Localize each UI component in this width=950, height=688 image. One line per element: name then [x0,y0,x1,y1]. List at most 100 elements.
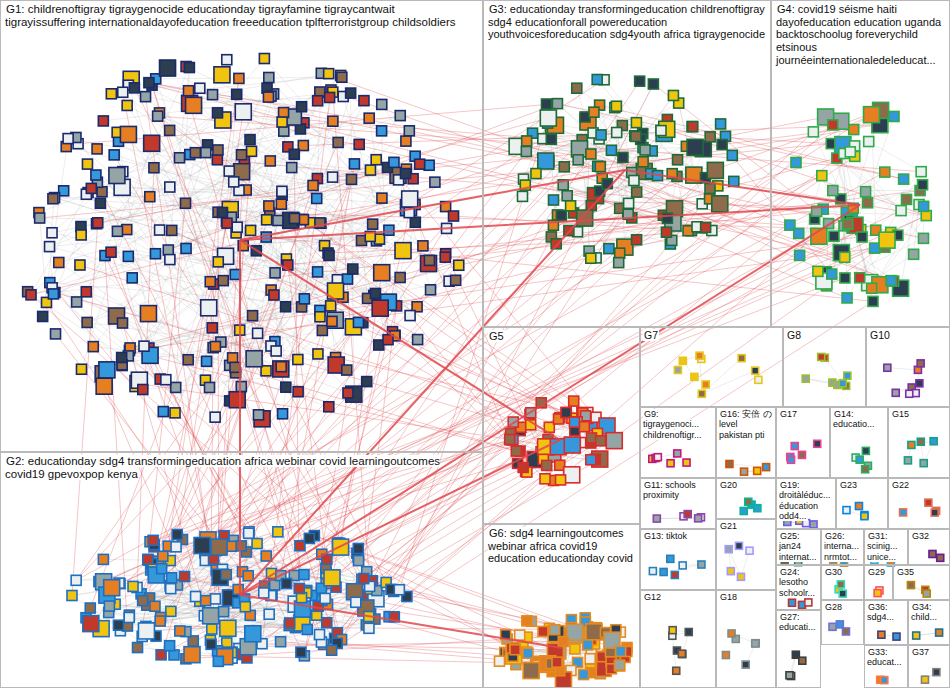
vertex-icon [128,581,138,591]
vertex-icon [904,457,911,464]
vertex-icon [158,551,168,561]
vertex-icon [722,652,729,659]
edge-line [266,237,873,301]
vertex-icon [660,568,667,575]
vertex-icon [299,570,309,580]
vertex-icon [253,410,263,420]
vertex-icon [631,131,641,141]
vertex-icon [589,107,599,117]
vertex-icon [322,554,332,564]
vertex-icon [561,408,571,418]
vertex-icon [353,317,363,327]
vertex-icon [232,89,242,99]
vertex-icon [849,125,859,135]
vertex-icon [879,232,895,248]
vertex-icon [615,661,625,671]
vertex-icon [171,542,181,552]
vertex-icon [817,171,827,181]
vertex-icon [245,135,255,145]
vertex-icon [424,255,434,265]
vertex-icon [559,162,569,172]
vertex-icon [282,579,292,589]
vertex-icon [246,351,262,367]
vertex-icon [861,513,868,520]
vertex-icon [299,294,309,304]
vertex-icon [317,325,327,335]
vertex-icon [138,623,154,639]
vertex-icon [342,365,352,375]
vertex-icon [862,447,869,454]
edge-line [59,77,342,262]
vertex-icon [430,177,440,187]
edge-line [102,113,218,192]
vertex-icon [337,72,347,82]
edge-line [149,83,564,167]
vertex-icon [863,198,873,208]
vertex-icon [210,412,220,422]
vertex-icon [707,162,723,178]
vertex-icon [236,541,246,551]
vertex-icon [742,661,749,668]
vertex-icon [359,96,369,106]
edge-line [122,101,364,366]
vertex-icon [213,656,223,666]
vertex-icon [754,467,761,474]
vertex-icon [153,111,163,121]
vertex-icon [579,670,589,680]
edge-line [120,211,901,584]
edge-line [196,126,623,597]
vertex-icon [451,275,461,285]
vertex-icon [327,316,337,326]
vertex-icon [791,443,798,450]
vertex-icon [324,402,334,412]
vertex-icon [712,196,728,212]
vertex-icon [802,375,809,382]
vertex-icon [687,139,703,155]
edge-line [653,84,816,211]
vertex-icon [716,119,726,129]
vertex-icon [254,411,270,427]
vertex-icon [264,201,274,211]
vertex-icon [205,277,215,287]
vertex-icon [48,194,58,204]
edge-line [103,559,148,561]
vertex-icon [221,570,231,580]
edge-line [148,203,186,559]
vertex-icon [727,150,737,160]
edge-line [72,223,98,596]
vertex-icon [702,381,709,388]
vertex-icon [98,554,108,564]
vertex-icon [410,217,420,227]
vertex-icon [788,456,795,463]
vertex-icon [263,92,273,102]
vertex-icon [167,225,177,235]
edge-line [557,104,903,180]
edge-line [202,160,578,546]
vertex-icon [562,191,572,201]
vertex-icon [348,264,358,274]
vertex-icon [194,538,210,554]
vertex-icon [224,166,234,176]
vertex-icon [327,312,343,328]
edge-line [186,67,413,179]
vertex-icon [531,169,541,179]
vertex-icon [212,155,222,165]
vertex-icon [395,111,405,121]
vertex-icon [394,585,404,595]
vertex-icon [862,466,869,473]
vertex-icon [844,372,851,379]
vertex-icon [253,328,263,338]
vertex-icon [230,269,240,279]
vertex-icon [813,266,823,276]
vertex-icon [494,656,504,666]
vertex-icon [829,231,839,241]
edge-line [143,213,270,600]
vertex-icon [402,191,418,207]
vertex-icon [880,167,890,177]
vertex-icon [326,301,336,311]
vertex-icon [163,245,173,255]
vertex-icon [166,584,176,594]
vertex-icon [109,168,125,184]
vertex-icon [738,355,745,362]
vertex-icon [569,396,579,406]
